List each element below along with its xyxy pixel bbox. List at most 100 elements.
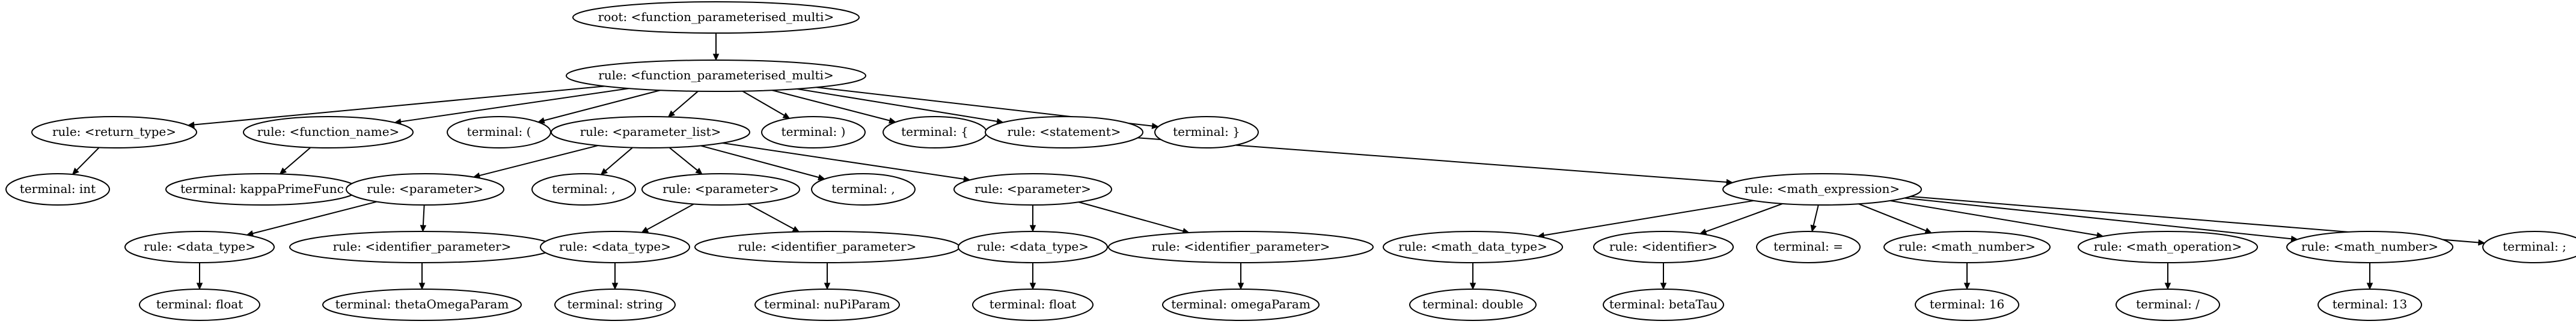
- edge-n1-n4: [537, 90, 661, 124]
- node-ellipse: [2317, 289, 2422, 321]
- node-label: rule: <return_type>: [52, 124, 176, 139]
- edge-arrowhead: [782, 112, 791, 119]
- edge-arrowhead: [889, 117, 896, 124]
- tree-node-rule-identifier-parameter: rule: <identifier_parameter>: [694, 231, 960, 263]
- node-label: terminal: float: [990, 297, 1076, 311]
- node-ellipse: [2078, 231, 2258, 263]
- edge-arrowhead: [695, 168, 703, 175]
- edge-n1-n6: [742, 90, 791, 119]
- edge-line: [543, 90, 661, 121]
- node-ellipse: [124, 231, 275, 263]
- edge-n1-n5: [667, 91, 699, 118]
- node-label: terminal: double: [1422, 297, 1523, 311]
- edge-line: [1813, 204, 1819, 226]
- edge-line: [284, 147, 311, 171]
- tree-node-rule-identifier: rule: <identifier>: [1593, 231, 1734, 263]
- node-label: terminal: }: [1173, 124, 1240, 139]
- node-ellipse: [5, 173, 110, 206]
- node-ellipse: [1722, 173, 1922, 206]
- node-ellipse: [243, 116, 414, 148]
- edge-line: [479, 145, 599, 177]
- edge-arrowhead: [792, 225, 800, 233]
- node-label: terminal: ,: [831, 182, 895, 196]
- node-label: rule: <parameter>: [367, 182, 483, 196]
- edge-line: [76, 147, 100, 171]
- node-ellipse: [1108, 231, 1374, 263]
- edge-n24-n37: [1469, 263, 1476, 290]
- node-ellipse: [31, 116, 197, 148]
- tree-node-rule-parameter-list: rule: <parameter_list>: [551, 116, 750, 148]
- node-label: terminal: ;: [2503, 239, 2566, 254]
- node-ellipse: [2482, 231, 2576, 263]
- tree-node-rule-math-expression: rule: <math_expression>: [1722, 173, 1922, 206]
- edge-line: [797, 88, 997, 122]
- edge-line: [668, 147, 698, 171]
- edge-arrowhead: [1151, 123, 1159, 129]
- edge-arrowhead: [418, 283, 426, 290]
- tree-node-terminal-thetaomegaparam: terminal: thetaOmegaParam: [322, 289, 522, 321]
- edge-arrowhead: [712, 53, 720, 61]
- edge-arrowhead: [1963, 283, 1971, 290]
- edge-n22-n35: [1029, 263, 1036, 290]
- tree-node-rule-identifier-parameter: rule: <identifier_parameter>: [1108, 231, 1374, 263]
- edge-n18-n31: [196, 263, 203, 290]
- tree-node-rule-parameter: rule: <parameter>: [953, 173, 1112, 206]
- node-label: rule: <parameter_list>: [580, 124, 721, 139]
- node-label: terminal: float: [156, 297, 243, 311]
- tree-node-rule-math-number: rule: <math_number>: [1883, 231, 2051, 263]
- node-ellipse: [551, 116, 750, 148]
- tree-node-rule-parameter: rule: <parameter>: [346, 173, 504, 206]
- node-label: rule: <function_parameterised_multi>: [598, 68, 833, 82]
- edge-n19-n32: [418, 263, 426, 290]
- node-label: rule: <math_number>: [2301, 239, 2438, 254]
- node-label: rule: <data_type>: [559, 239, 671, 254]
- node-label: terminal: {: [901, 124, 968, 139]
- node-ellipse: [322, 289, 522, 321]
- edge-n5-n14: [668, 147, 703, 175]
- edge-arrowhead: [611, 283, 619, 290]
- tree-node-terminal-float: terminal: float: [972, 289, 1094, 321]
- edge-arrowhead: [2164, 283, 2171, 290]
- node-layer: root: <function_parameterised_multi>rule…: [5, 1, 2576, 321]
- node-ellipse: [1603, 289, 1724, 321]
- edge-line: [1890, 200, 2097, 236]
- edge-n16-n23: [1078, 201, 1190, 234]
- node-ellipse: [566, 60, 866, 92]
- node-ellipse: [572, 1, 860, 34]
- node-label: terminal: 16: [1930, 297, 2005, 311]
- node-ellipse: [641, 173, 800, 206]
- edge-line: [1705, 203, 1783, 233]
- node-ellipse: [1383, 231, 1563, 263]
- node-ellipse: [1756, 231, 1861, 263]
- edge-line: [747, 203, 794, 230]
- tree-node-terminal-betatau: terminal: betaTau: [1603, 289, 1724, 321]
- edge-n1-n7: [772, 90, 896, 124]
- edge-arrowhead: [641, 227, 649, 233]
- node-ellipse: [1409, 289, 1537, 321]
- edge-arrowhead: [72, 167, 79, 175]
- node-label: rule: <math_number>: [1898, 239, 2036, 254]
- tree-node-rule-return-type: rule: <return_type>: [31, 116, 197, 148]
- edge-line: [1078, 201, 1184, 232]
- node-label: terminal: int: [20, 182, 96, 196]
- node-ellipse: [540, 231, 690, 263]
- edge-arrowhead: [196, 283, 203, 290]
- edge-arrowhead: [2366, 283, 2373, 290]
- edge-line: [1543, 200, 1754, 236]
- edge-n12-n19: [420, 204, 427, 233]
- tree-node-rule-math-data-type: rule: <math_data_type>: [1383, 231, 1563, 263]
- edge-line: [646, 203, 694, 230]
- node-label: terminal: betaTau: [1609, 297, 1718, 311]
- edge-n3-n11: [279, 147, 311, 175]
- edge-line: [1858, 203, 1927, 231]
- node-ellipse: [972, 289, 1094, 321]
- tree-node-terminal: terminal: ): [761, 116, 866, 148]
- node-ellipse: [811, 173, 916, 206]
- tree-node-terminal-kappaprimefunc: terminal: kappaPrimeFunc: [165, 173, 359, 206]
- edge-n25-n38: [1660, 263, 1667, 290]
- tree-node-rule-data-type: rule: <data_type>: [958, 231, 1108, 263]
- edge-arrowhead: [2478, 239, 2486, 246]
- tree-node-terminal-int: terminal: int: [5, 173, 110, 206]
- edge-n29-n41: [2366, 263, 2373, 290]
